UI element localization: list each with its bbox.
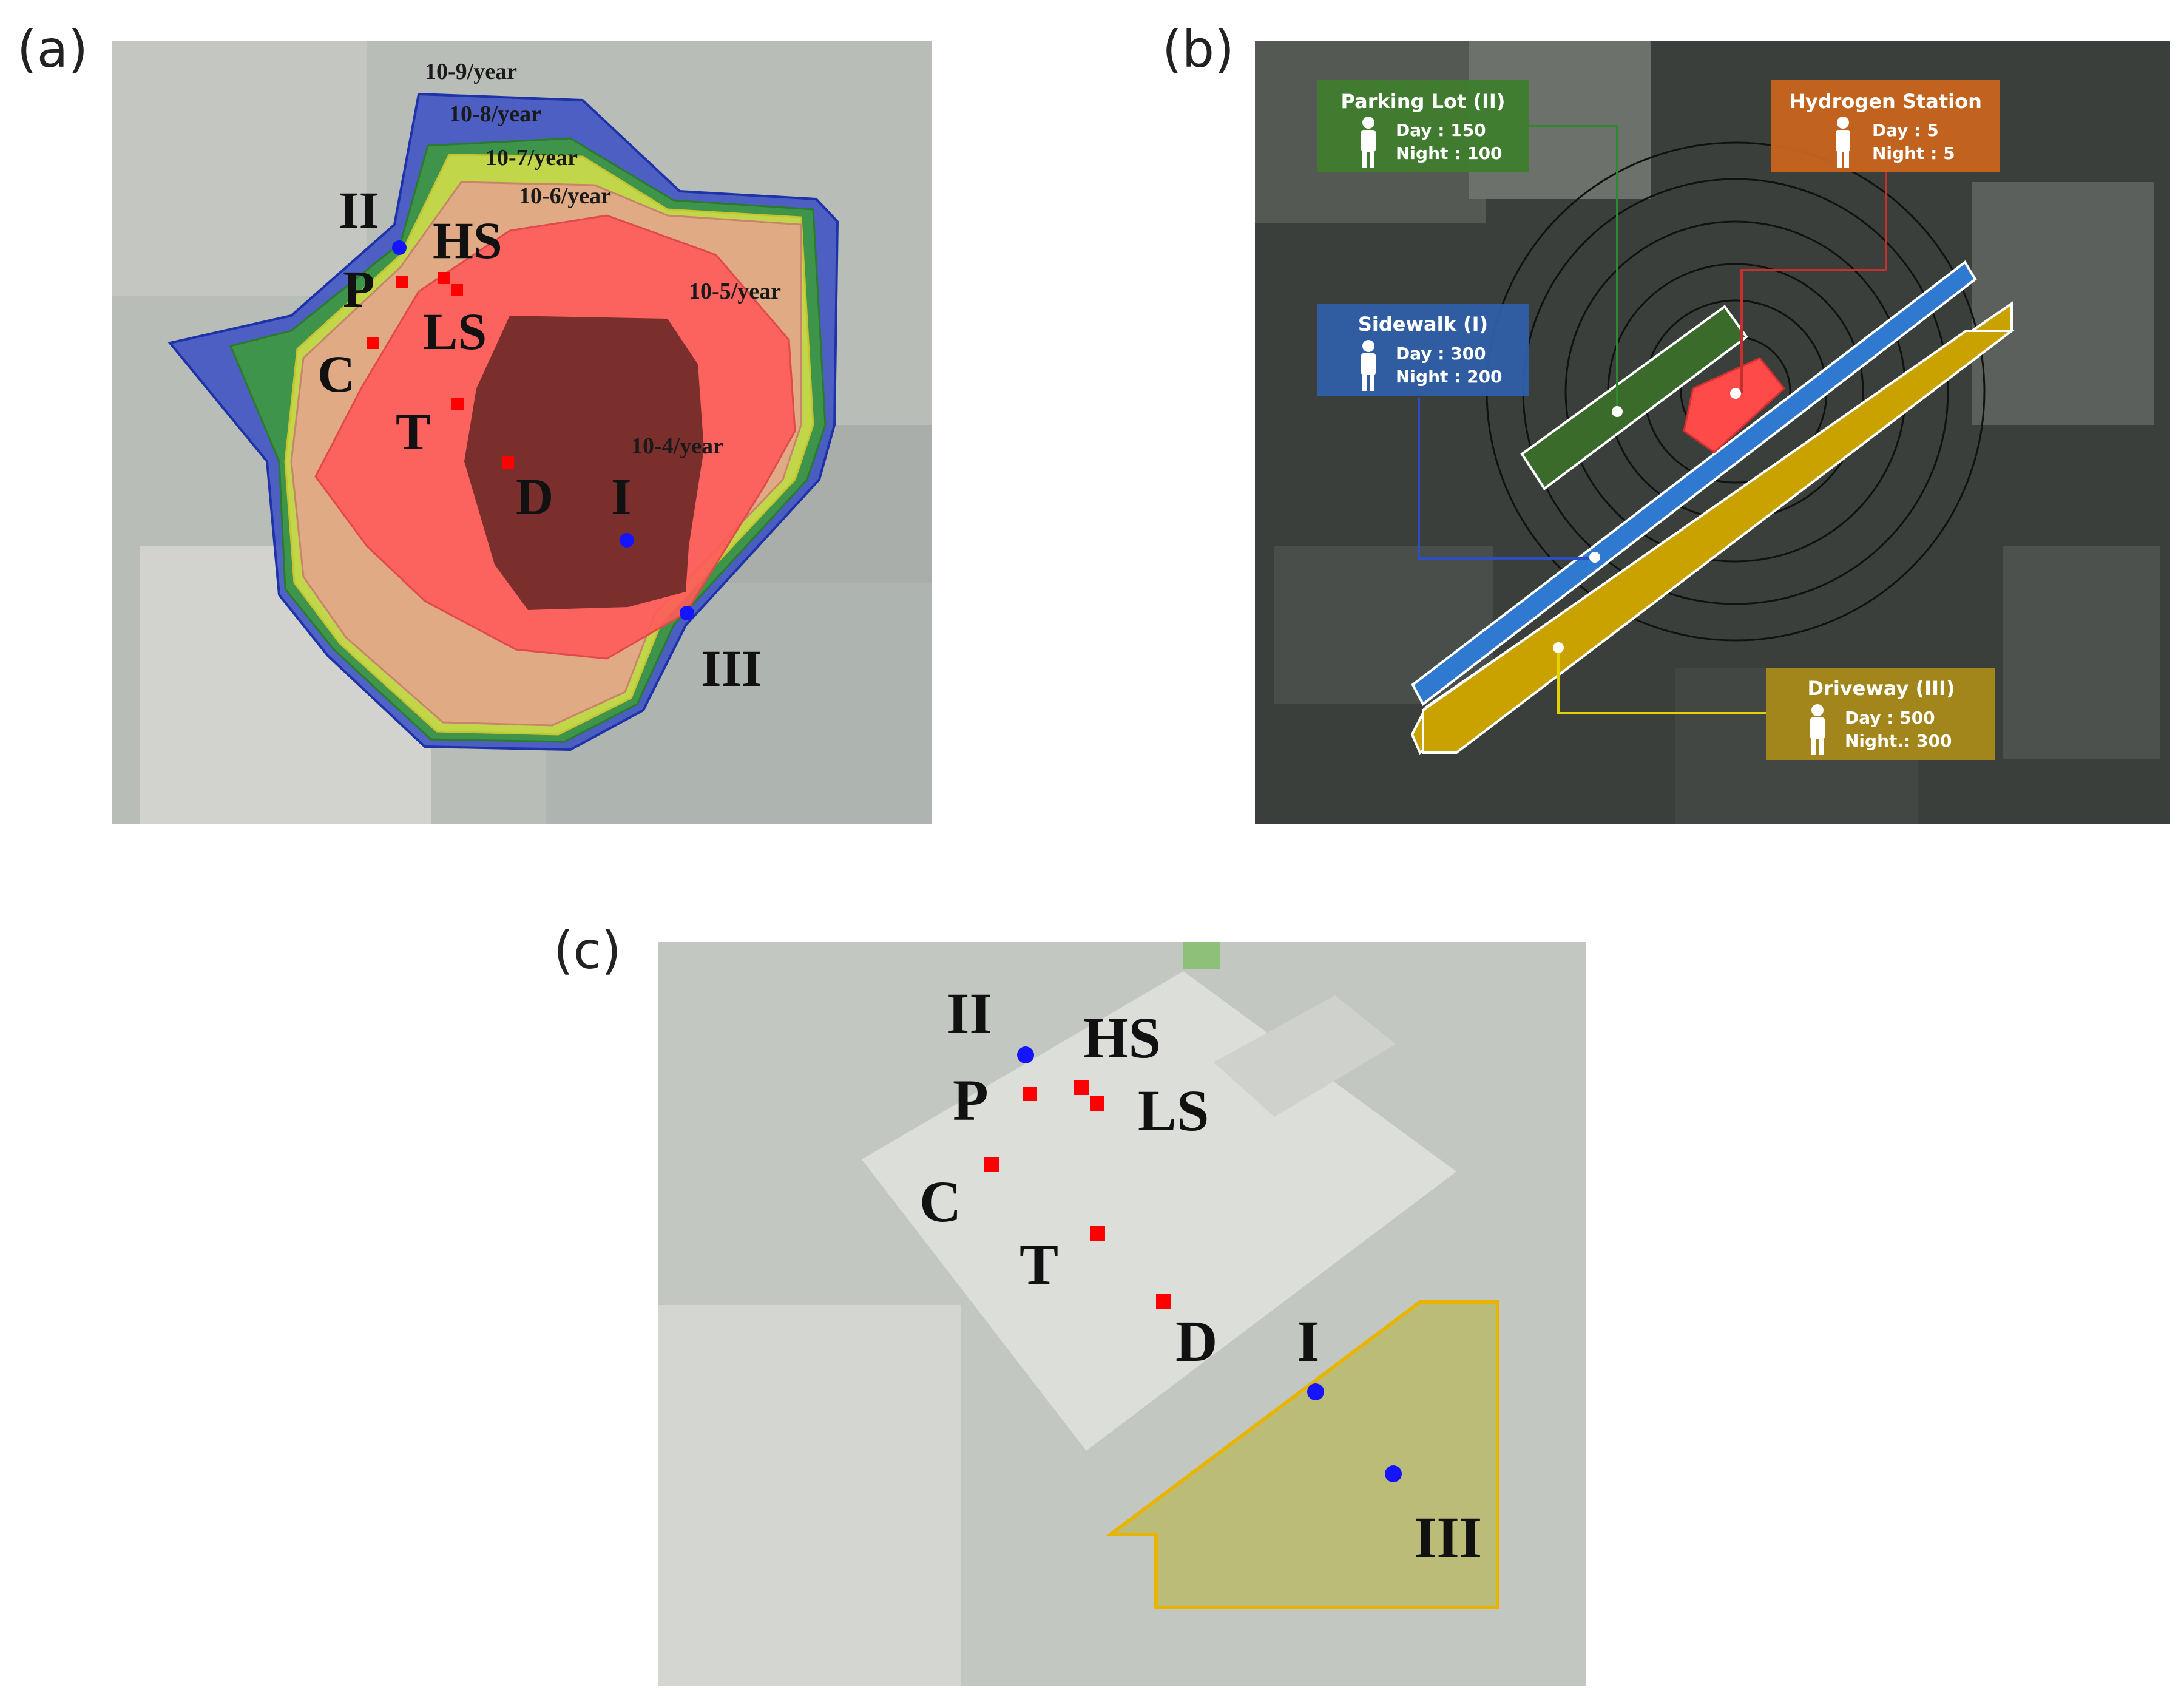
label-iii: III	[701, 639, 762, 697]
label-iii: III	[1414, 1505, 1482, 1570]
hydrogen-station-day: Day : 5	[1872, 120, 1939, 140]
person-icon	[1810, 704, 1825, 755]
marker-hs	[1074, 1080, 1089, 1095]
marker-hs	[438, 272, 450, 284]
label-p: P	[343, 260, 375, 318]
label-t: T	[1019, 1232, 1058, 1297]
parking-lot-night: Night : 100	[1396, 143, 1503, 163]
panel-a-label: (a)	[17, 19, 88, 79]
label-d: D	[516, 467, 553, 526]
driveway-night: Night.: 300	[1845, 731, 1952, 751]
driveway-day: Day : 500	[1845, 708, 1935, 728]
hydrogen-station-info-box: Hydrogen Station Day : 5 Night : 5	[1771, 80, 2000, 172]
label-ls: LS	[1138, 1078, 1209, 1143]
sidewalk-info-box: Sidewalk (I) Day : 300 Night : 200	[1317, 304, 1529, 396]
sidewalk-night: Night : 200	[1396, 367, 1503, 387]
label-i: I	[1297, 1309, 1319, 1374]
label-ls: LS	[423, 302, 487, 361]
parking-lot-area	[1520, 305, 1748, 490]
label-ii: II	[339, 181, 379, 239]
contour-label-1e-6: 10-6/year	[519, 183, 611, 209]
person-icon	[1361, 340, 1376, 391]
panel-c-label: (c)	[553, 921, 621, 980]
parking-lot-title: Parking Lot (II)	[1341, 90, 1506, 113]
marker-t	[451, 398, 464, 410]
panel-b-map: Parking Lot (II) Day : 150 Night : 100 H…	[1255, 41, 2170, 824]
marker-ls	[1090, 1096, 1104, 1111]
marker-c	[367, 337, 379, 349]
leader-sidewalk	[1418, 398, 1595, 560]
marker-d	[1156, 1294, 1171, 1309]
target-ii	[392, 240, 407, 255]
hydrogen-station-title: Hydrogen Station	[1789, 90, 1982, 113]
risk-region	[1105, 1300, 1499, 1609]
parking-lot-info-box: Parking Lot (II) Day : 150 Night : 100	[1317, 80, 1529, 172]
label-hs: HS	[433, 211, 502, 270]
contour-label-1e-5: 10-5/year	[689, 279, 781, 304]
marker-t	[1090, 1226, 1105, 1241]
label-hs: HS	[1083, 1005, 1161, 1070]
contour-label-1e-7: 10-7/year	[485, 145, 578, 171]
contour-label-1e-8: 10-8/year	[449, 101, 541, 127]
marker-ls	[451, 284, 463, 296]
hydrogen-station-area	[1683, 357, 1786, 453]
contour-1e-4	[464, 316, 704, 610]
leader-hydrogen	[1740, 158, 1887, 393]
marker-d	[502, 456, 514, 469]
contour-label-1e-9: 10-9/year	[425, 59, 517, 84]
label-ii: II	[947, 981, 992, 1046]
contour-label-1e-4: 10-4/year	[631, 433, 723, 459]
sidewalk-title: Sidewalk (I)	[1358, 313, 1488, 336]
label-p: P	[953, 1068, 989, 1133]
target-iii	[1385, 1465, 1402, 1482]
sidewalk-area	[1411, 260, 1977, 707]
sidewalk-day: Day : 300	[1396, 344, 1486, 364]
parking-lot-day: Day : 150	[1396, 120, 1486, 140]
driveway-info-box: Driveway (III) Day : 500 Night.: 300	[1766, 668, 1995, 760]
panel-b-label: (b)	[1162, 19, 1234, 79]
marker-p	[396, 276, 408, 288]
marker-c	[984, 1157, 999, 1172]
person-icon	[1361, 117, 1376, 168]
marker-p	[1023, 1087, 1037, 1101]
leader-parking	[1529, 125, 1618, 412]
label-i: I	[611, 467, 631, 526]
label-c: C	[919, 1169, 961, 1234]
label-d: D	[1175, 1309, 1217, 1374]
target-i	[1307, 1383, 1324, 1400]
hydrogen-station-night: Night : 5	[1872, 143, 1955, 163]
panel-c-map: II HS P LS C T D I III	[658, 942, 1586, 1686]
label-c: C	[317, 345, 355, 403]
driveway-band	[1422, 330, 2015, 754]
label-t: T	[396, 402, 430, 461]
person-icon	[1836, 117, 1850, 168]
panel-a-map: 10-9/year 10-8/year 10-7/year 10-6/year …	[112, 41, 932, 824]
target-i	[620, 533, 634, 548]
target-iii	[680, 606, 694, 620]
leader-driveway	[1557, 648, 1766, 714]
target-ii	[1017, 1046, 1034, 1063]
driveway-title: Driveway (III)	[1807, 677, 1955, 700]
